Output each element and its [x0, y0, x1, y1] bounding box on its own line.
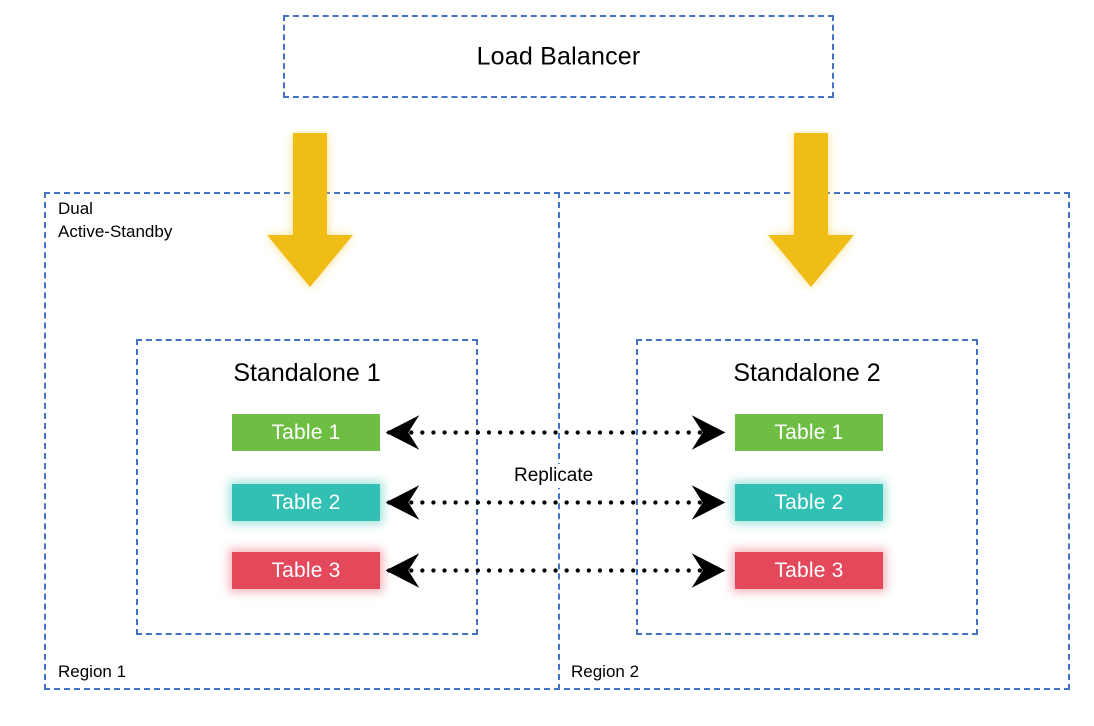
region-divider [558, 192, 560, 690]
load-balancer-label: Load Balancer [476, 42, 641, 70]
region-1-label: Region 1 [58, 662, 127, 681]
load-balancer-box[interactable]: Load Balancer [283, 15, 834, 98]
standalone-2-table-2[interactable]: Table 2 [735, 484, 883, 521]
dual-active-standby-label: Dual Active-Standby [58, 198, 172, 244]
traffic-arrow-1-icon [267, 133, 353, 287]
standalone-2-table-3[interactable]: Table 3 [735, 552, 883, 589]
standalone-1-table-1[interactable]: Table 1 [232, 414, 380, 451]
standalone-2-table-1[interactable]: Table 1 [735, 414, 883, 451]
standalone-1-title: Standalone 1 [233, 359, 381, 387]
standalone-1-table-3[interactable]: Table 3 [232, 552, 380, 589]
region-2-label: Region 2 [571, 662, 640, 681]
dual-active-standby-region-box[interactable] [44, 192, 1070, 690]
standalone-2-title: Standalone 2 [733, 359, 881, 387]
traffic-arrow-2-icon [768, 133, 854, 287]
dual-label-line-2: Active-Standby [58, 221, 173, 241]
dual-label-line-1: Dual [58, 199, 93, 218]
standalone-1-table-2[interactable]: Table 2 [232, 484, 380, 521]
replicate-label: Replicate [508, 464, 600, 488]
